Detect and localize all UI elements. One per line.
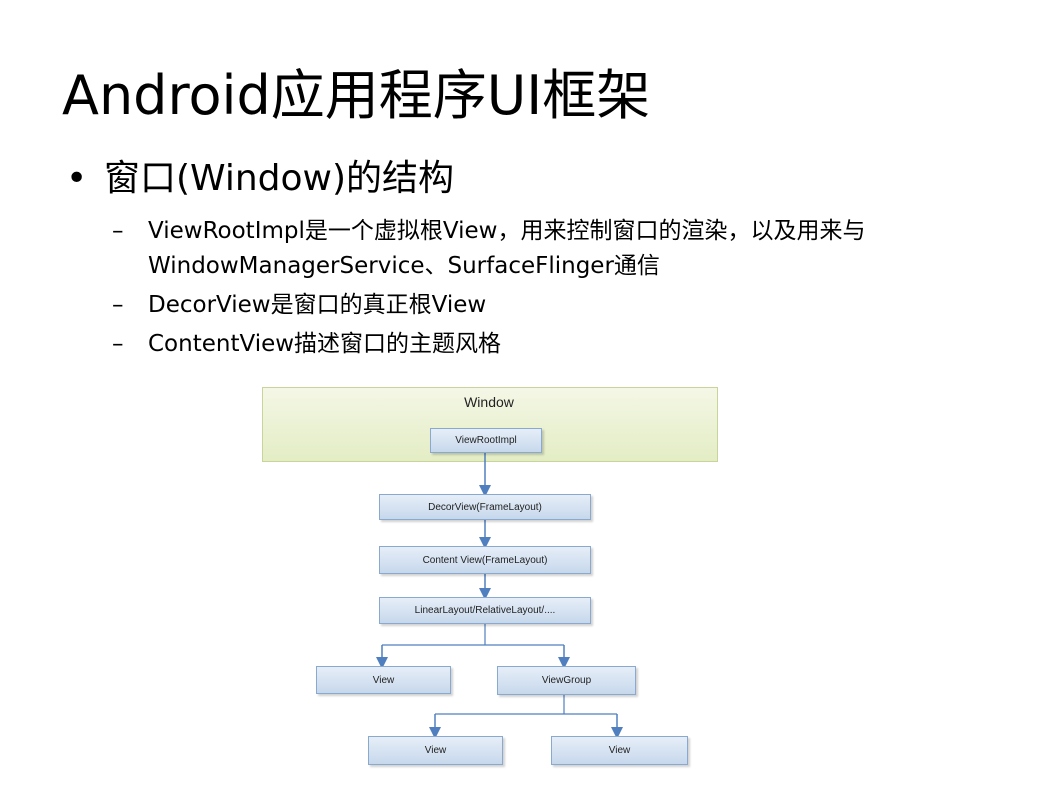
node-contentview: Content View(FrameLayout) xyxy=(379,546,591,574)
sub-bullet-text: DecorView是窗口的真正根View xyxy=(148,292,487,318)
sub-bullet-marker: – xyxy=(112,331,124,357)
bullet-marker: • xyxy=(66,158,88,199)
window-label: Window xyxy=(464,394,514,410)
sub-bullet-text: ContentView描述窗口的主题风格 xyxy=(148,331,502,357)
window-container xyxy=(262,387,718,462)
node-view-left: View xyxy=(316,666,451,694)
sub-bullet-decorview: – DecorView是窗口的真正根View xyxy=(112,288,1012,323)
bullet-text: 窗口(Window)的结构 xyxy=(104,158,455,199)
sub-bullet-contentview: – ContentView描述窗口的主题风格 xyxy=(112,327,1012,362)
sub-bullet-marker: – xyxy=(112,218,124,244)
node-view-child-left: View xyxy=(368,736,503,765)
node-decorview: DecorView(FrameLayout) xyxy=(379,494,591,520)
sub-bullet-viewrootimpl: – ViewRootImpl是一个虚拟根View，用来控制窗口的渲染，以及用来与… xyxy=(112,214,1012,284)
node-viewrootimpl: ViewRootImpl xyxy=(430,428,542,453)
sub-bullet-text: ViewRootImpl是一个虚拟根View，用来控制窗口的渲染，以及用来与Wi… xyxy=(148,218,866,279)
node-layout: LinearLayout/RelativeLayout/.... xyxy=(379,597,591,624)
node-viewgroup: ViewGroup xyxy=(497,666,636,695)
slide-title: Android应用程序UI框架 xyxy=(62,64,651,127)
sub-bullet-marker: – xyxy=(112,292,124,318)
bullet-window-structure: • 窗口(Window)的结构 xyxy=(66,155,454,203)
node-view-child-right: View xyxy=(551,736,688,765)
sub-bullet-list: – ViewRootImpl是一个虚拟根View，用来控制窗口的渲染，以及用来与… xyxy=(112,214,1012,366)
